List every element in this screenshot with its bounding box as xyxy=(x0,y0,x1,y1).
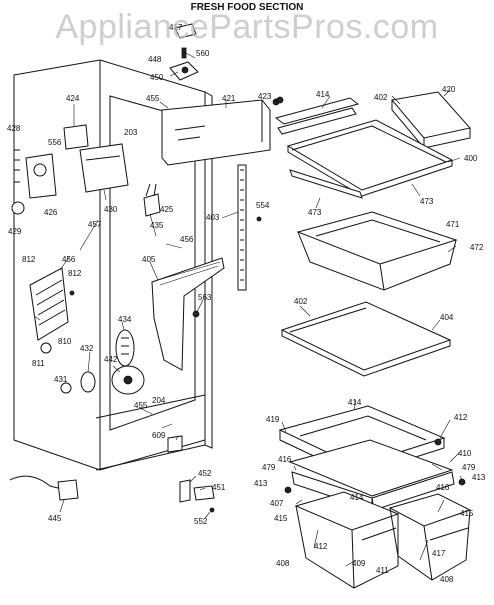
part-label: 435 xyxy=(150,221,164,230)
part-label: 412 xyxy=(454,413,468,422)
part-label: 812 xyxy=(68,269,82,278)
part-label: 402 xyxy=(294,297,308,306)
part-label: 415 xyxy=(274,514,288,523)
part-label: 417 xyxy=(432,549,446,558)
part-label: 473 xyxy=(308,208,322,217)
part-label: 407 xyxy=(270,499,284,508)
part-label: 812 xyxy=(22,255,36,264)
part-label: 424 xyxy=(66,94,80,103)
bottom-hardware xyxy=(9,435,215,513)
part-label: 473 xyxy=(420,197,434,206)
part-label: 423 xyxy=(258,92,272,101)
light-switch-assembly xyxy=(11,124,129,215)
part-label: 404 xyxy=(440,313,454,322)
part-label: 203 xyxy=(124,128,138,137)
part-label: 405 xyxy=(142,255,156,264)
part-label: 412 xyxy=(314,542,328,551)
part-label: 609 xyxy=(152,431,166,440)
part-label: 445 xyxy=(48,514,62,523)
part-label: 408 xyxy=(276,559,290,568)
upper-shelf xyxy=(286,119,454,199)
part-label: 479 xyxy=(462,463,476,472)
part-label: 429 xyxy=(8,227,22,236)
part-label: 456 xyxy=(180,235,194,244)
part-label: 457 xyxy=(88,220,102,229)
part-label: 811 xyxy=(32,359,45,368)
part-label: 421 xyxy=(222,94,236,103)
part-label: 563 xyxy=(198,293,212,302)
meat-pan xyxy=(296,211,458,291)
part-label: 430 xyxy=(104,205,118,214)
part-label: 416 xyxy=(278,455,292,464)
part-label: 431 xyxy=(54,375,68,384)
part-label: 413 xyxy=(472,473,486,482)
part-label: 434 xyxy=(118,315,132,324)
middle-shelf xyxy=(280,301,452,377)
leader-lines xyxy=(33,51,463,567)
lamp-socket xyxy=(143,183,161,217)
part-label: 419 xyxy=(266,415,280,424)
crisper-drawer-left xyxy=(294,491,400,589)
part-label: 442 xyxy=(104,355,118,364)
part-label: 554 xyxy=(256,201,270,210)
butter-bin xyxy=(391,91,471,149)
part-label: 432 xyxy=(80,344,94,353)
part-label: 455 xyxy=(146,94,160,103)
part-label: 456 xyxy=(62,255,76,264)
light-shield xyxy=(237,164,262,291)
part-label: 403 xyxy=(206,213,220,222)
part-labels: 417 560 448 450 455 421 423 414 402 420 … xyxy=(7,23,486,584)
part-label: 472 xyxy=(470,243,484,252)
part-label: 556 xyxy=(48,138,62,147)
part-label: 451 xyxy=(212,483,226,492)
part-label: 552 xyxy=(194,517,208,526)
part-label: 448 xyxy=(148,55,162,64)
part-label: 414 xyxy=(348,398,362,407)
part-label: 428 xyxy=(7,124,21,133)
top-hinge-parts xyxy=(169,23,199,81)
part-label: 204 xyxy=(152,396,166,405)
part-label: 455 xyxy=(134,401,148,410)
part-label: 413 xyxy=(254,479,268,488)
part-label: 414 xyxy=(350,493,364,502)
temperature-control xyxy=(151,257,225,371)
part-label: 408 xyxy=(440,575,454,584)
part-label: 425 xyxy=(160,205,174,214)
part-label: 426 xyxy=(44,208,58,217)
part-label: 420 xyxy=(442,85,456,94)
part-label: 450 xyxy=(150,73,164,82)
section-title: FRESH FOOD SECTION xyxy=(190,2,304,13)
crisper-drawer-right xyxy=(388,493,472,581)
part-label: 479 xyxy=(262,463,276,472)
shelf-rail xyxy=(274,96,360,135)
part-label: 471 xyxy=(446,220,460,229)
part-label: 402 xyxy=(374,93,388,102)
part-label: 400 xyxy=(464,154,478,163)
part-label: 810 xyxy=(58,337,72,346)
part-label: 411 xyxy=(376,566,389,575)
part-label: 415 xyxy=(460,509,474,518)
damper-control xyxy=(60,329,145,395)
control-housing xyxy=(161,98,280,166)
part-label: 409 xyxy=(352,559,366,568)
part-label: 414 xyxy=(316,90,330,99)
part-label: 560 xyxy=(196,49,210,58)
drain-trough xyxy=(29,267,75,354)
part-label: 416 xyxy=(436,483,450,492)
part-label: 410 xyxy=(458,449,472,458)
part-label: 417 xyxy=(169,23,183,32)
part-label: 452 xyxy=(198,469,212,478)
